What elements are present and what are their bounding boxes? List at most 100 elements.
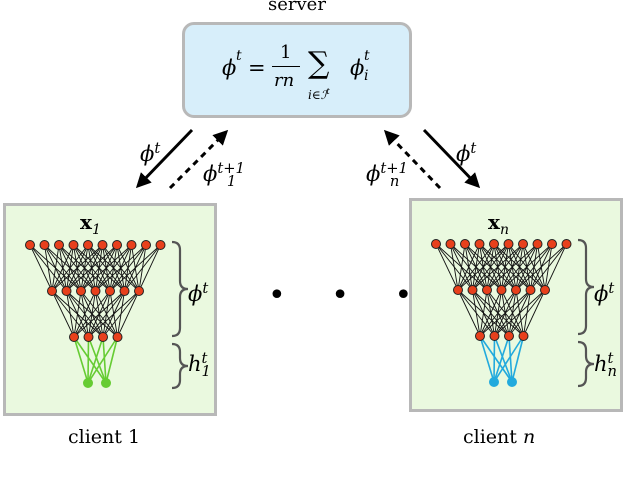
client-n-net-edge-l1-l2 <box>457 243 495 291</box>
client-n-net-node-l2 <box>467 285 478 295</box>
client-1-net-node-l2 <box>76 286 86 296</box>
client-1-net-edge-l2-l3 <box>88 290 140 338</box>
client-1-net-edge-head <box>102 336 107 384</box>
client-n-net-edge-l1-l2 <box>544 243 567 291</box>
arrow-label-right-down: ϕt <box>456 140 477 166</box>
client-n-caption: client n <box>463 426 536 448</box>
arrow-label-left-down: ϕt <box>140 140 161 166</box>
client-n-net-edge-head <box>493 335 510 383</box>
client-1-net-edge-l1-l2 <box>95 244 147 292</box>
arrow-server-to-client-1 <box>135 128 194 189</box>
arrow-client-1-to-server <box>168 129 229 190</box>
client-1-net-node-l1 <box>141 240 151 250</box>
client-1-net-node-l2 <box>134 286 144 296</box>
client-1-net-node-l3 <box>112 332 123 342</box>
server-title: server <box>268 0 326 15</box>
client-n-net-node-l2 <box>525 285 536 295</box>
client-n-box <box>409 198 623 412</box>
client-n-net-edge-head <box>493 335 513 383</box>
client-n-net-edge-l2-l3 <box>523 289 546 337</box>
client-n-net-node-l1 <box>489 239 499 249</box>
client-n-net-node-l1 <box>503 239 514 249</box>
client-n-net-node-l2 <box>511 285 521 295</box>
client-1-net-edge-l1-l2 <box>51 244 60 292</box>
client-n-net-node-l2 <box>482 285 492 295</box>
client-n-net-node-l1 <box>431 239 441 249</box>
client-1-net-edge-l1-l2 <box>29 244 53 292</box>
client-1-net-head-node <box>83 378 93 388</box>
client-1-net-head-node <box>101 378 111 388</box>
arrow-server-to-client-n <box>422 128 481 189</box>
client-n-net-edge-head <box>508 335 513 383</box>
arrow-label-right-up: ϕt+1n <box>366 160 408 191</box>
client-1-net-edge-head <box>105 336 119 384</box>
client-n-net-edge-l1-l2 <box>515 243 553 291</box>
client-n-net-node-l1 <box>474 239 485 249</box>
client-1-input-label: x1 <box>80 210 101 238</box>
client-n-net-edge-l2-l3 <box>479 289 517 337</box>
client-n-net-node-l3 <box>518 331 529 341</box>
client-1-net-edge-l1-l2 <box>95 244 132 292</box>
client-1-head-brace <box>171 342 189 390</box>
client-1-net-edge-head <box>73 336 107 384</box>
client-1-net-edge-l2-l3 <box>88 290 125 338</box>
client-1-net-edge-head <box>87 336 119 384</box>
client-n-net-edge-l2-l3 <box>494 289 546 337</box>
client-1-caption: client 1 <box>68 426 141 448</box>
client-n-shared-brace <box>577 238 595 336</box>
client-n-net-edge-l2-l3 <box>479 289 502 337</box>
client-1-net-edge-l2-l3 <box>51 290 75 338</box>
client-1-net-node-l2 <box>105 286 115 296</box>
client-n-net-edge-head <box>493 335 496 383</box>
client-n-net-head-node <box>507 377 517 387</box>
client-1-net-node-l2 <box>61 286 72 296</box>
client-n-net-node-l1 <box>445 239 456 249</box>
client-1-net-edge-l1-l2 <box>51 244 74 292</box>
client-1-net-edge-head <box>87 336 107 384</box>
client-n-net-node-l1 <box>547 239 557 249</box>
client-n-net-edge-l2-l3 <box>494 289 531 337</box>
client-1-net-node-l1 <box>126 240 137 250</box>
client-1-net-edge-l1-l2 <box>109 244 161 292</box>
client-n-net-edge-l1-l2 <box>515 243 567 291</box>
client-1-net-edge-l1-l2 <box>124 244 161 292</box>
server-formula: ϕ t = 1 rn ∑ i∈ℐt ϕ t i <box>222 42 370 102</box>
client-n-net-edge-l1-l2 <box>501 243 538 291</box>
client-1-net-node-l1 <box>39 240 50 250</box>
client-1-net-edge-head <box>87 336 90 384</box>
client-n-net-edge-l2-l3 <box>457 289 481 337</box>
client-1-net-edge-l1-l2 <box>66 244 118 292</box>
client-n-net-node-l2 <box>496 285 507 295</box>
client-n-net-node-l3 <box>504 331 514 341</box>
client-1-net-edge-l1-l2 <box>80 244 118 292</box>
client-n-net-edge-l1-l2 <box>501 243 553 291</box>
client-1-net-node-l1 <box>83 240 93 250</box>
client-1-net-edge-l1-l2 <box>51 244 103 292</box>
client-n-net-node-l1 <box>561 239 572 249</box>
client-1-net-edge-l2-l3 <box>102 290 140 338</box>
client-n-net-node-l2 <box>540 285 550 295</box>
client-n-net-edge-head <box>479 335 513 383</box>
client-n-net-edge-l1-l2 <box>450 243 459 291</box>
client-n-net-edge-l1-l2 <box>457 243 509 291</box>
client-1-net-node-l1 <box>68 240 79 250</box>
client-1-net-edge-l1-l2 <box>109 244 147 292</box>
client-1-net-node-l3 <box>83 332 94 342</box>
client-n-head-brace <box>577 340 595 388</box>
client-1-net-node-l2 <box>119 286 130 296</box>
client-n-net-edge-l2-l3 <box>472 289 481 337</box>
client-n-input-label: xn <box>488 210 509 238</box>
client-n-shared-label: ϕt <box>594 280 615 306</box>
client-n-net-edge-l1-l2 <box>530 243 567 291</box>
client-n-net-node-l1 <box>460 239 470 249</box>
client-1-net-edge-l1-l2 <box>66 244 103 292</box>
client-1-shared-brace <box>171 240 189 338</box>
client-n-net-edge-l1-l2 <box>457 243 480 291</box>
client-1-net-edge-l2-l3 <box>73 290 82 338</box>
client-n-net-node-l1 <box>532 239 543 249</box>
client-1-net-edge-l2-l3 <box>73 290 96 338</box>
arrow-client-n-to-server <box>383 129 442 190</box>
client-1-net-node-l1 <box>54 240 64 250</box>
client-1-net-edge-l1-l2 <box>44 244 53 292</box>
